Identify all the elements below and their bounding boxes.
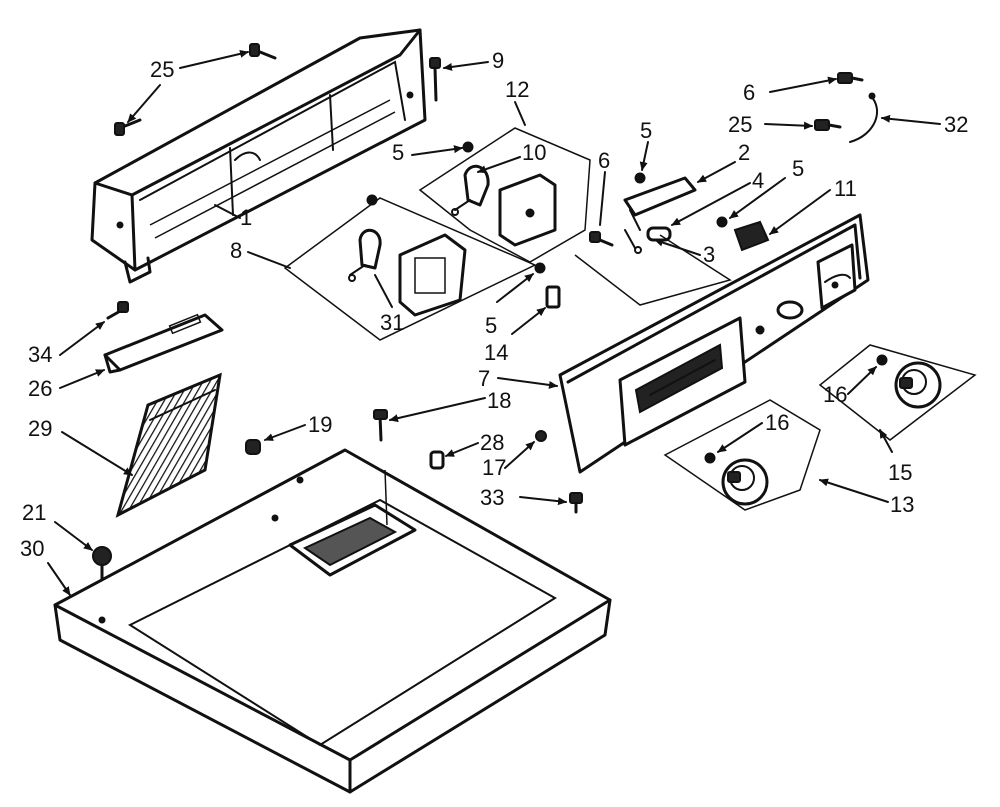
part-lint-filter-29 <box>115 372 222 518</box>
part-switch-group-8 <box>283 194 537 341</box>
part-bracket-2 <box>623 172 697 231</box>
callout-4: 4 <box>752 168 764 193</box>
callout-10: 10 <box>522 140 546 165</box>
callout-14: 14 <box>484 340 508 365</box>
part-screws-upper-right <box>814 72 879 143</box>
part-screw-34 <box>106 301 129 320</box>
callout-16-lower: 16 <box>765 410 789 435</box>
callout-25-right: 25 <box>728 112 752 137</box>
callout-25-upper: 25 <box>150 57 174 82</box>
leader-lines <box>47 49 941 596</box>
callout-34: 34 <box>28 342 52 367</box>
callout-30: 30 <box>20 536 44 561</box>
callout-2: 2 <box>738 140 750 165</box>
part-knob-15 <box>818 344 977 441</box>
callout-15: 15 <box>888 460 912 485</box>
callout-5-c: 5 <box>792 156 804 181</box>
callout-11: 11 <box>834 176 857 201</box>
part-rear-housing <box>90 28 427 284</box>
callout-9: 9 <box>492 48 504 73</box>
callout-7: 7 <box>478 366 490 391</box>
callout-19: 19 <box>308 412 332 437</box>
callout-16-right: 16 <box>823 382 847 407</box>
part-screw-9 <box>429 57 441 102</box>
callout-29: 29 <box>28 416 52 441</box>
part-knob-13 <box>663 399 821 511</box>
part-filter-cover-26 <box>103 313 224 374</box>
part-switch-11 <box>716 216 770 252</box>
callout-8: 8 <box>230 238 242 263</box>
callout-12: 12 <box>505 77 529 102</box>
callout-5-b: 5 <box>640 118 652 143</box>
callout-26: 26 <box>28 376 52 401</box>
part-screws-25 <box>114 43 277 136</box>
part-small-fasteners <box>245 409 583 514</box>
part-lamp-3-4 <box>574 226 732 306</box>
callout-13: 13 <box>890 492 914 517</box>
callout-17: 17 <box>482 455 506 480</box>
callout-28: 28 <box>480 430 504 455</box>
part-control-console-7 <box>558 213 870 474</box>
callout-6-a: 6 <box>598 148 610 173</box>
callout-3: 3 <box>703 242 715 267</box>
callout-18: 18 <box>487 388 511 413</box>
callout-5-a: 5 <box>392 140 404 165</box>
part-top-cover-30 <box>53 448 612 794</box>
callout-labels: 25 9 12 5 10 1 8 31 5 6 2 4 5 11 3 6 25 … <box>20 48 968 561</box>
callout-6-b: 6 <box>743 80 755 105</box>
callout-32: 32 <box>944 112 968 137</box>
callout-1: 1 <box>240 205 252 230</box>
callout-5-d: 5 <box>485 313 497 338</box>
callout-21: 21 <box>22 500 46 525</box>
callout-33: 33 <box>480 485 504 510</box>
callout-31: 31 <box>380 310 404 335</box>
part-switch-14 <box>534 262 561 309</box>
